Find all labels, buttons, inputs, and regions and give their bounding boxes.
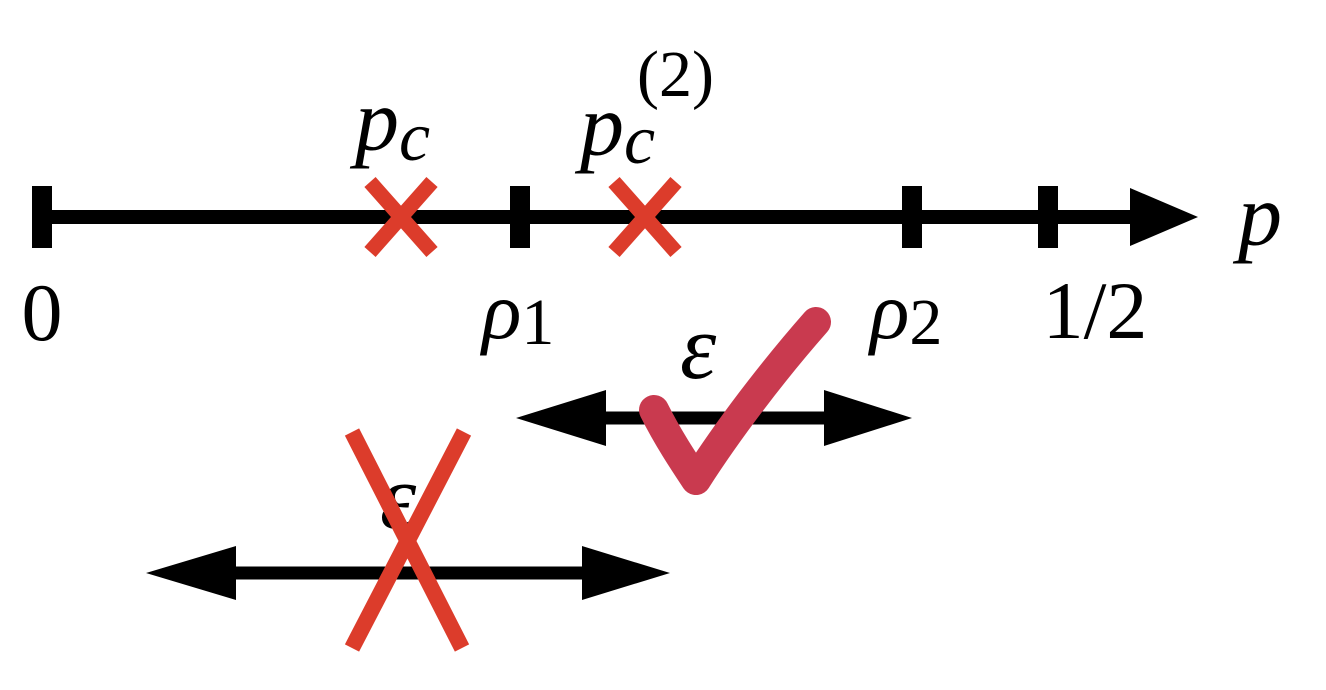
pc-subscript: c bbox=[399, 99, 430, 176]
check-icon bbox=[639, 307, 831, 495]
axis-variable-label: p bbox=[1232, 168, 1282, 265]
interval-accepted-label: ε bbox=[680, 296, 717, 398]
rho2-symbol: ρ bbox=[867, 265, 909, 356]
tick-label-zero: 0 bbox=[22, 267, 63, 358]
rho2-subscript: 2 bbox=[909, 286, 942, 359]
tick-labels: 0 ρ1 ρ2 1/2 bbox=[22, 265, 1148, 359]
pc-symbol: p bbox=[349, 73, 399, 170]
axis-ticks bbox=[32, 186, 1058, 248]
tick-label-rho2: ρ2 bbox=[867, 265, 942, 359]
critical-point-pc: pc bbox=[349, 73, 438, 257]
pc2-marker-icon bbox=[608, 177, 682, 257]
cross-icon bbox=[344, 428, 472, 652]
pc2-label: pc bbox=[574, 78, 655, 179]
rho1-symbol: ρ bbox=[479, 265, 521, 356]
interval-rejected-right-arrow bbox=[582, 546, 670, 600]
critical-point-pc2: pc (2) bbox=[574, 38, 714, 257]
interval-accepted: ε bbox=[516, 296, 912, 495]
interval-accepted-left-arrow bbox=[516, 390, 606, 446]
tick-half bbox=[1038, 186, 1058, 248]
tick-zero bbox=[32, 186, 52, 248]
axis-arrowhead bbox=[1130, 188, 1198, 246]
pc2-subscript: c bbox=[624, 102, 655, 179]
pc-label: pc bbox=[349, 73, 430, 176]
tick-rho1 bbox=[510, 186, 530, 248]
pc2-superscript: (2) bbox=[637, 38, 714, 111]
rho1-subscript: 1 bbox=[521, 286, 554, 359]
interval-accepted-right-arrow bbox=[824, 390, 912, 446]
tick-label-rho1: ρ1 bbox=[479, 265, 554, 359]
interval-rejected-left-arrow bbox=[146, 546, 236, 600]
p-axis: p bbox=[42, 168, 1282, 265]
pc2-symbol: p bbox=[574, 78, 624, 175]
interval-rejected: ε bbox=[146, 428, 670, 652]
tick-label-half: 1/2 bbox=[1043, 265, 1148, 356]
pc-marker-icon bbox=[364, 177, 438, 257]
tick-rho2 bbox=[902, 186, 922, 248]
